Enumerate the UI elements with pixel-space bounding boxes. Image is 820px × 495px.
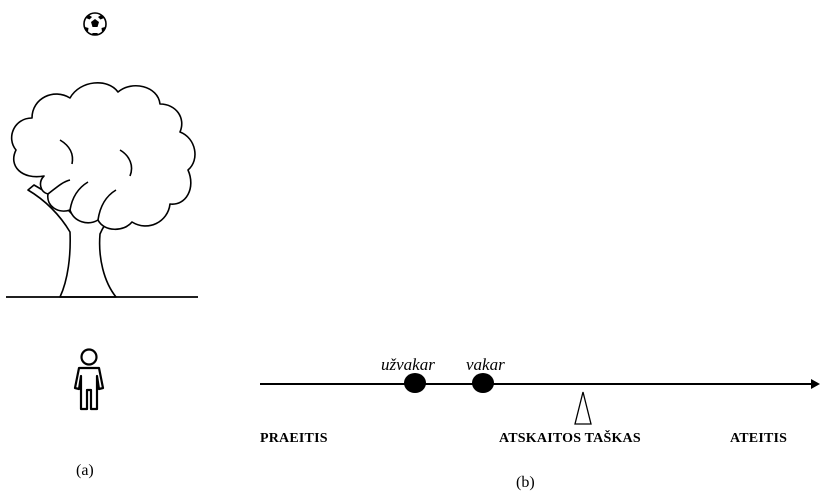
tree-canopy: [10, 82, 196, 231]
tree: [10, 82, 196, 298]
caption-b: (b): [516, 474, 535, 491]
past-label: PRAEITIS: [260, 431, 328, 446]
event-label-vakar: vakar: [466, 355, 505, 374]
caption-a: (a): [76, 462, 94, 479]
timeline-arrowhead: [811, 379, 820, 389]
reference-point-label: ATSKAITOS TAŠKAS: [499, 431, 641, 446]
person-icon: [73, 348, 105, 411]
future-label: ATEITIS: [730, 431, 788, 446]
event-label-uzvakar: užvakar: [381, 355, 435, 374]
soccer-ball-icon: [83, 12, 107, 36]
event-marker-uzvakar: [404, 373, 426, 393]
reference-point-marker: [574, 391, 592, 425]
event-marker-vakar: [472, 373, 494, 393]
